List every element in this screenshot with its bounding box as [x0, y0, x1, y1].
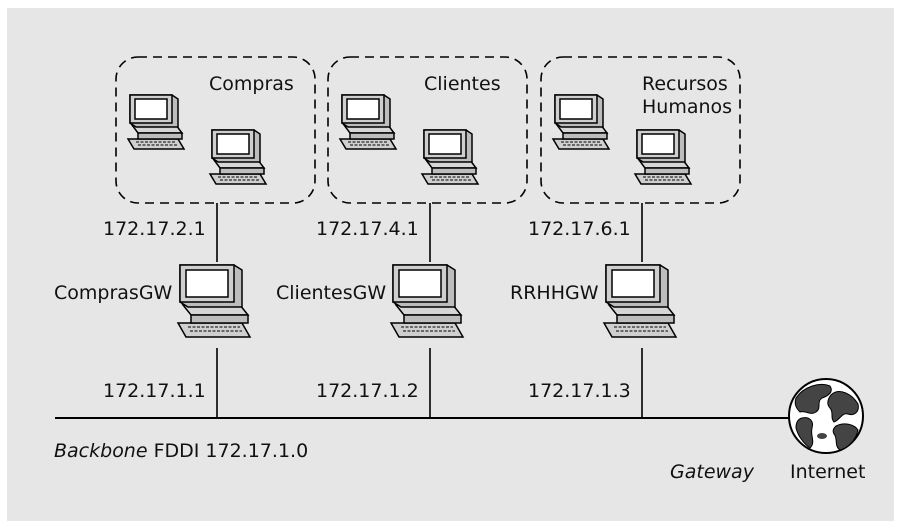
gateway-label: Gateway: [670, 461, 754, 483]
ip-rrhh-backbone: 172.17.1.3: [528, 380, 631, 402]
dept-group-rrhh: [540, 56, 741, 204]
dept-group-compras: [115, 56, 316, 204]
internet-label: Internet: [790, 461, 866, 483]
backbone-label-rest: FDDI 172.17.1.0: [147, 440, 309, 462]
gateway-label-rrhhgw: RRHHGW: [510, 282, 599, 304]
dept-label-rrhh-line2: Humanos: [642, 96, 733, 118]
workstation-rrhh-1-icon: [552, 94, 610, 150]
ip-compras-backbone: 172.17.1.1: [103, 380, 206, 402]
dept-label-clientes: Clientes: [424, 73, 501, 95]
internet-globe-icon: [788, 378, 864, 454]
gateway-comprasgw-icon: [177, 264, 251, 338]
gateway-label-comprasgw: ComprasGW: [54, 282, 173, 304]
workstation-clientes-1-icon: [339, 94, 397, 150]
workstation-clientes-2-icon: [421, 129, 479, 185]
ip-clientes-backbone: 172.17.1.2: [316, 380, 419, 402]
dept-label-rrhh-line1: Recursos: [642, 73, 728, 95]
backbone-label: Backbone FDDI 172.17.1.0: [54, 440, 308, 462]
gateway-clientesgw-icon: [390, 264, 464, 338]
workstation-compras-2-icon: [209, 129, 267, 185]
workstation-compras-1-icon: [127, 94, 185, 150]
gateway-label-clientesgw: ClientesGW: [276, 282, 387, 304]
ip-compras-dept: 172.17.2.1: [103, 218, 206, 240]
workstation-rrhh-2-icon: [634, 129, 692, 185]
ip-rrhh-dept: 172.17.6.1: [528, 218, 631, 240]
dept-label-compras: Compras: [209, 73, 294, 95]
backbone-label-italic: Backbone: [54, 440, 148, 462]
diagram-panel: [7, 8, 894, 521]
ip-clientes-dept: 172.17.4.1: [316, 218, 419, 240]
gateway-rrhhgw-icon: [603, 264, 677, 338]
dept-group-clientes: [327, 56, 528, 204]
